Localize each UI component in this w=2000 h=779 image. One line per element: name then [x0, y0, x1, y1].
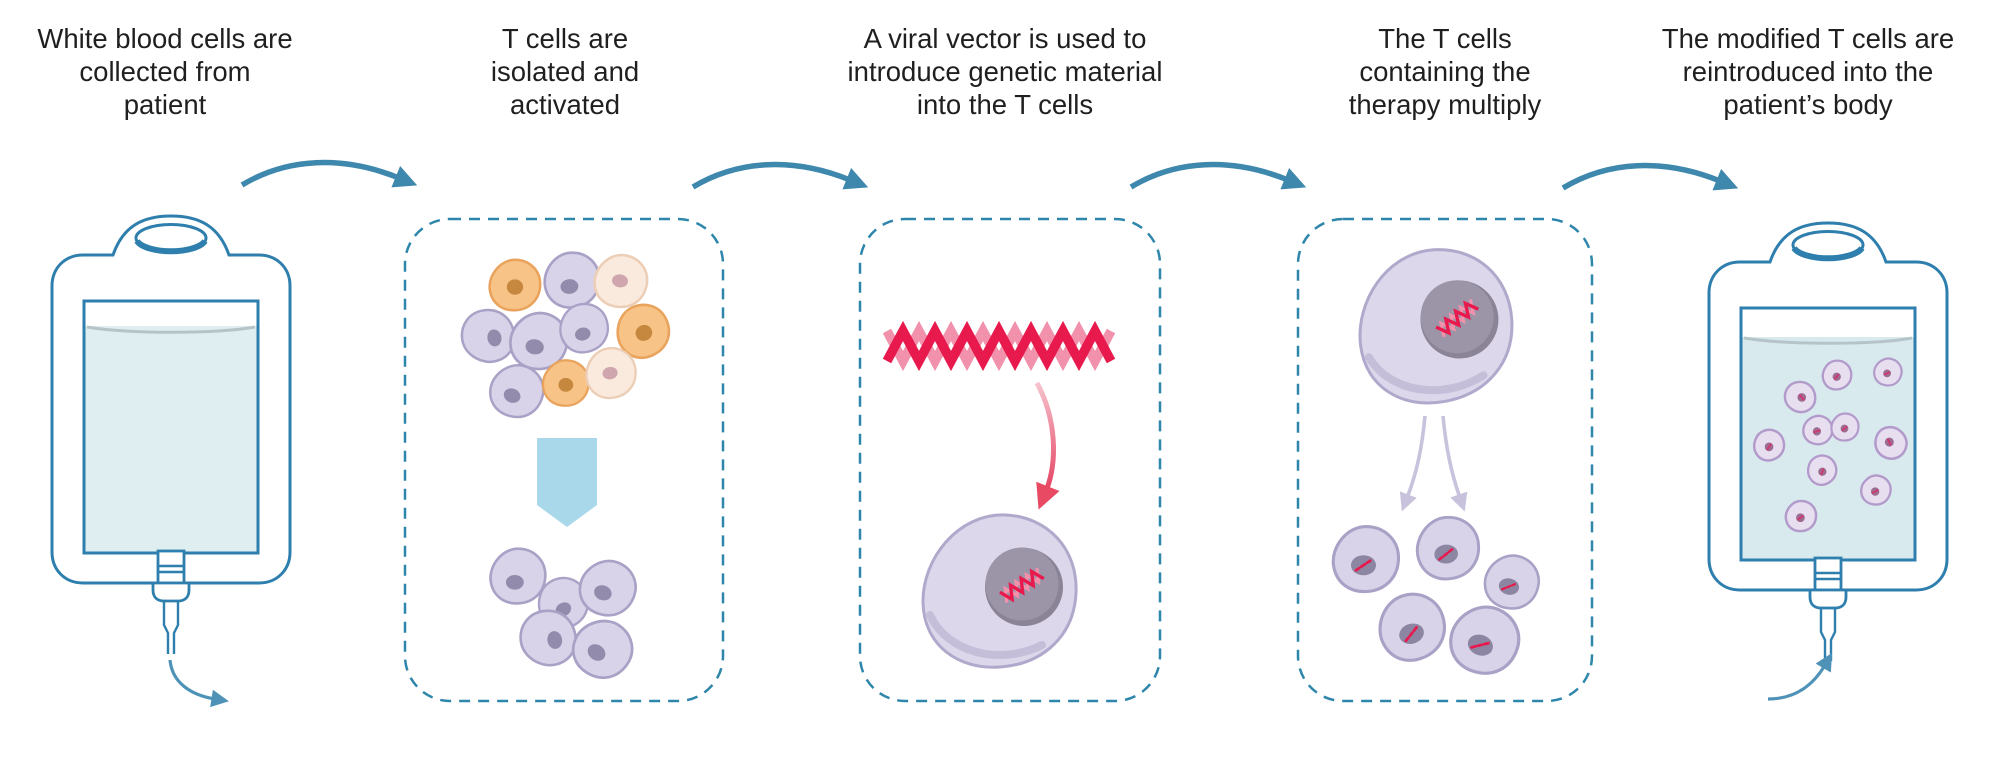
step-label-2: T cells are isolated and activated	[490, 23, 640, 120]
parent-t-cell	[1351, 242, 1519, 409]
dashed-panel	[1296, 217, 1594, 703]
step-label-3: A viral vector is used to introduce gene…	[847, 23, 1163, 120]
step-label-1: White blood cells are collected from pat…	[37, 23, 293, 120]
iv-bag-icon	[1707, 221, 1949, 701]
mixed-blood-cells	[458, 250, 678, 424]
isolated-t-cells	[490, 549, 643, 689]
dashed-panel	[858, 217, 1162, 703]
down-arrow-icon	[537, 438, 597, 527]
blood-plasma-liquid	[85, 326, 257, 552]
flow-arrow-3	[1129, 161, 1307, 190]
insertion-arrow	[1034, 381, 1060, 510]
flow-arrow-2	[691, 161, 869, 190]
flow-arrow-4	[1561, 162, 1739, 191]
iv-bag-collection	[50, 214, 292, 708]
isolation-panel	[403, 217, 725, 703]
step-label-5: The modified T cells are reintroduced in…	[1661, 23, 1955, 120]
bag-outlet-port	[151, 549, 191, 654]
flow-arrow-1	[240, 159, 418, 188]
iv-bag-reinfusion	[1707, 221, 1949, 701]
viral-vector-panel	[858, 217, 1162, 703]
dna-helix-icon	[882, 320, 1116, 372]
multiplied-t-cells	[1333, 515, 1543, 683]
iv-bag-icon	[50, 214, 292, 708]
bag-outlet-port	[1808, 556, 1848, 661]
transduced-t-cell	[923, 515, 1076, 667]
multiplication-panel	[1296, 217, 1594, 703]
dashed-panel	[403, 217, 725, 703]
blood-outflow-arrow	[168, 659, 229, 708]
reinfusion-inflow-arrow	[1767, 652, 1833, 701]
step-label-4: The T cells containing the therapy multi…	[1348, 23, 1542, 120]
split-arrow-icon	[1399, 415, 1468, 512]
